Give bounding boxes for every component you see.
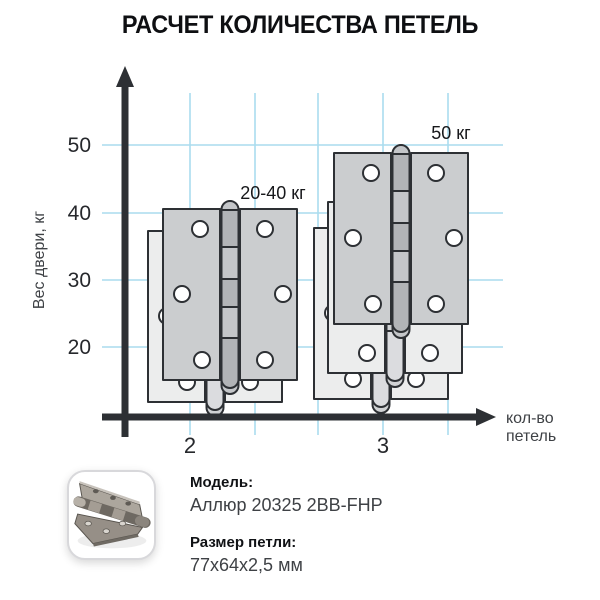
- x-axis-arrow-icon: [476, 408, 496, 426]
- y-tick-40: 40: [68, 202, 91, 225]
- size-label: Размер петли:: [190, 533, 297, 551]
- y-axis-label: Вес двери, кг: [31, 211, 48, 309]
- y-tick-50: 50: [68, 134, 91, 157]
- hinge-photo-icon: [72, 481, 151, 549]
- hinge-group-2: [147, 200, 298, 417]
- x-tick-3: 3: [377, 433, 389, 458]
- x-axis-label-line2: петель: [506, 428, 556, 445]
- hinge-front-icon: [333, 144, 469, 339]
- hinge-photo: [67, 470, 156, 560]
- hinge-group-3: [313, 144, 469, 414]
- y-tick-30: 30: [68, 269, 91, 292]
- axes: [102, 66, 496, 437]
- model-label: Модель:: [190, 474, 254, 491]
- model-value: Аллюр 20325 2BB-FHP: [190, 495, 383, 515]
- hinge-count-chart: 50 40 30 20 2 3 Вес двери, кг кол-во пет…: [31, 66, 556, 458]
- annotation-50kg: 50 кг: [431, 123, 471, 143]
- x-axis-label-line1: кол-во: [506, 410, 554, 427]
- y-axis-arrow-icon: [116, 66, 134, 87]
- product-info-text: Модель: Аллюр 20325 2BB-FHP Размер петли…: [190, 474, 550, 576]
- page-title: РАСЧЕТ КОЛИЧЕСТВА ПЕТЕЛЬ: [121, 11, 479, 39]
- y-tick-20: 20: [68, 336, 91, 359]
- annotation-20-40kg: 20-40 кг: [240, 183, 306, 203]
- hinge-front-icon: [162, 200, 298, 395]
- size-value: 77х64х2,5 мм: [190, 554, 303, 575]
- x-tick-2: 2: [184, 433, 196, 458]
